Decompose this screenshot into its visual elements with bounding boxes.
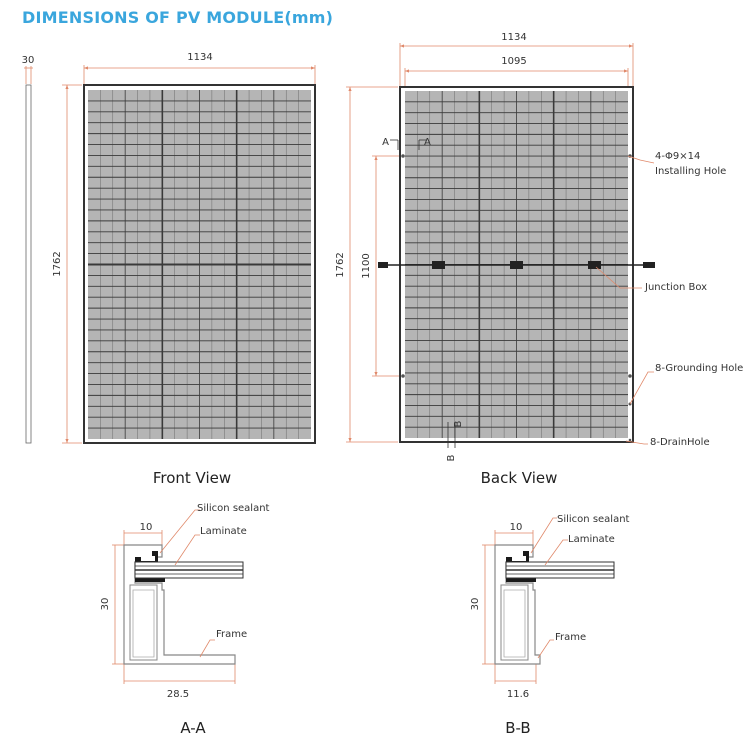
section-aa: 10 30 28.5 Silicon sealant Laminate Fram… [100, 503, 270, 737]
cable-connector-left [378, 262, 388, 268]
installing-hole [401, 154, 405, 158]
section-b-left: B [446, 454, 457, 461]
cable-connector-right [643, 262, 655, 268]
section-a-right: A [424, 137, 431, 148]
front-view: 1134 1762 Front View [52, 52, 316, 487]
bb-height-label: 30 [470, 598, 481, 611]
bb-sealant-label: Silicon sealant [557, 514, 630, 525]
section-a-left: A [382, 137, 389, 148]
bb-laminate-label: Laminate [568, 534, 615, 545]
aa-height-label: 30 [100, 598, 111, 611]
bb-sealant-leader [530, 517, 557, 554]
aa-laminate-leader [174, 534, 200, 566]
aa-sealant-label: Silicon sealant [197, 503, 270, 514]
section-bb: 10 30 11.6 Silicon sealant Laminate Fram… [470, 514, 630, 737]
bb-caption: B-B [505, 719, 530, 737]
back-view: 1134 1095 1762 1100 A A [335, 32, 743, 487]
grounding-hole-label: 8-Grounding Hole [655, 363, 743, 374]
aa-frame-profile [123, 544, 236, 665]
page-title: DIMENSIONS OF PV MODULE(mm) [22, 8, 334, 27]
grounding-hole-leader [629, 371, 654, 405]
installing-hole-label-2: Installing Hole [655, 166, 726, 177]
junction-box-leader [595, 266, 642, 289]
bb-frame-leader [537, 639, 554, 659]
aa-frame-leader [199, 639, 215, 658]
front-width-label: 1134 [187, 52, 212, 63]
mount-span-label: 1100 [361, 253, 372, 278]
junction-box-label: Junction Box [644, 282, 707, 293]
junction-box [588, 261, 601, 269]
back-view-caption: Back View [481, 469, 558, 487]
aa-bottom-width-label: 28.5 [167, 689, 189, 700]
installing-hole-label: 4-Φ9×14 [655, 151, 700, 162]
back-outer-width-label: 1134 [501, 32, 526, 43]
bb-frame-profile [494, 544, 541, 665]
bb-laminate-leader [544, 539, 568, 566]
bb-frame-label: Frame [555, 632, 586, 643]
aa-frame-cavity [129, 584, 158, 661]
installing-hole [628, 374, 632, 378]
aa-top-width-label: 10 [140, 522, 153, 533]
aa-laminate-label: Laminate [200, 526, 247, 537]
junction-box [432, 261, 445, 269]
bb-top-width-label: 10 [510, 522, 523, 533]
bb-frame-cavity [500, 584, 529, 661]
back-height-label: 1762 [335, 252, 346, 277]
front-view-caption: Front View [153, 469, 231, 487]
section-b-right: B [453, 420, 464, 427]
front-cell-grid [88, 90, 311, 439]
front-height-label: 1762 [52, 251, 63, 276]
side-profile: 30 [22, 55, 35, 444]
drain-hole-leader [625, 440, 648, 445]
drain-hole-label: 8-DrainHole [650, 437, 710, 448]
side-profile-outline [25, 84, 32, 444]
installing-hole-leader [627, 155, 655, 164]
installing-hole [401, 374, 405, 378]
bb-bottom-width-label: 11.6 [507, 689, 529, 700]
junction-box [510, 261, 523, 269]
back-inner-width-label: 1095 [501, 56, 526, 67]
aa-caption: A-A [180, 719, 206, 737]
drain-hole [628, 438, 632, 442]
aa-frame-label: Frame [216, 629, 247, 640]
aa-sealant-leader [159, 509, 200, 554]
side-thickness-label: 30 [22, 55, 35, 66]
